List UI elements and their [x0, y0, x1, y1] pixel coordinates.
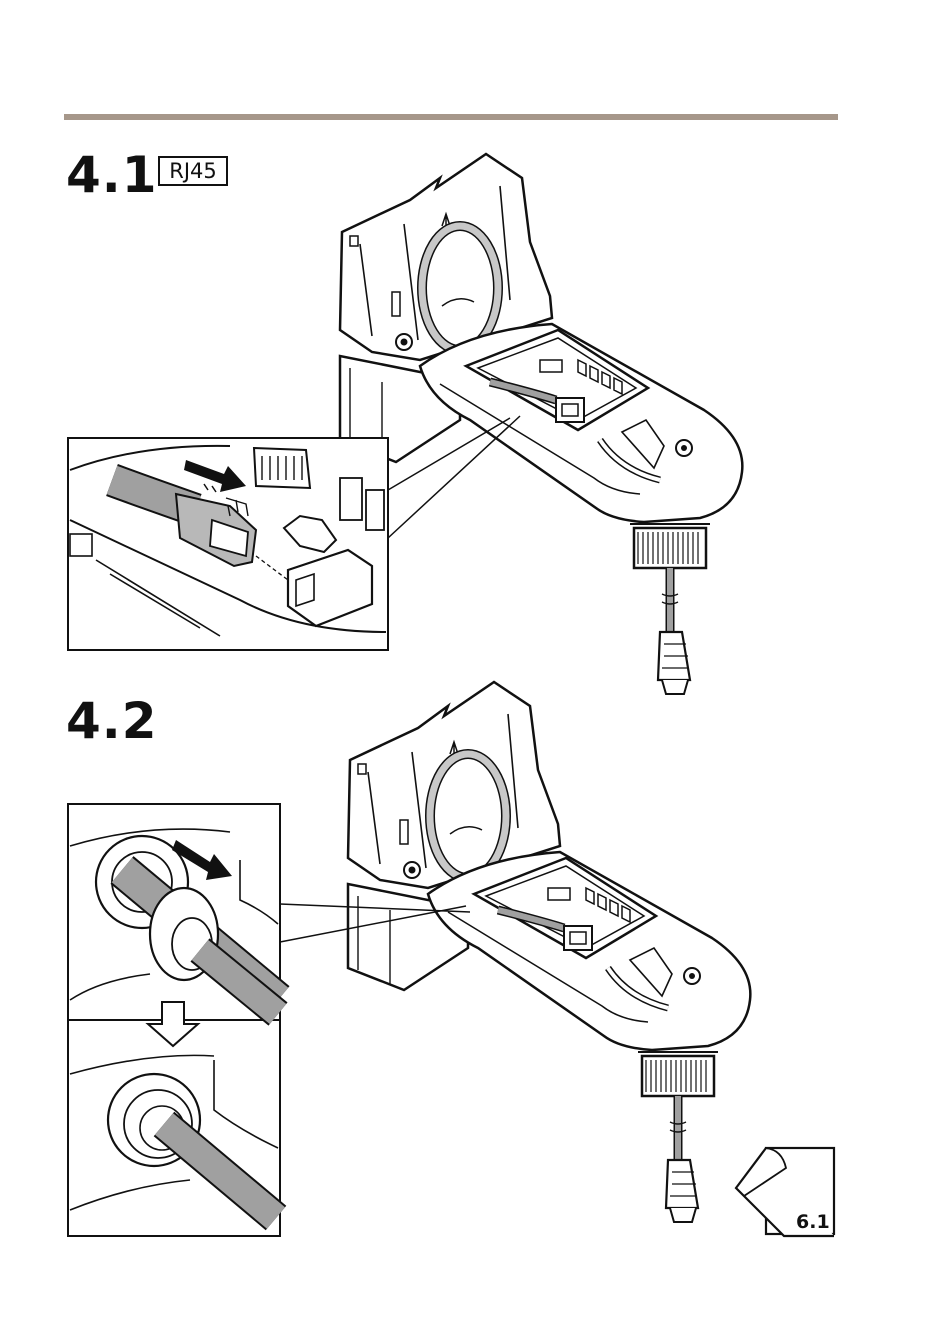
mount-assembly-bottom [348, 682, 750, 1222]
page-reference-text: 6.1 [796, 1211, 830, 1233]
mount-assembly-top [340, 154, 742, 694]
page-reference-icon: 6.1 [736, 1148, 834, 1236]
